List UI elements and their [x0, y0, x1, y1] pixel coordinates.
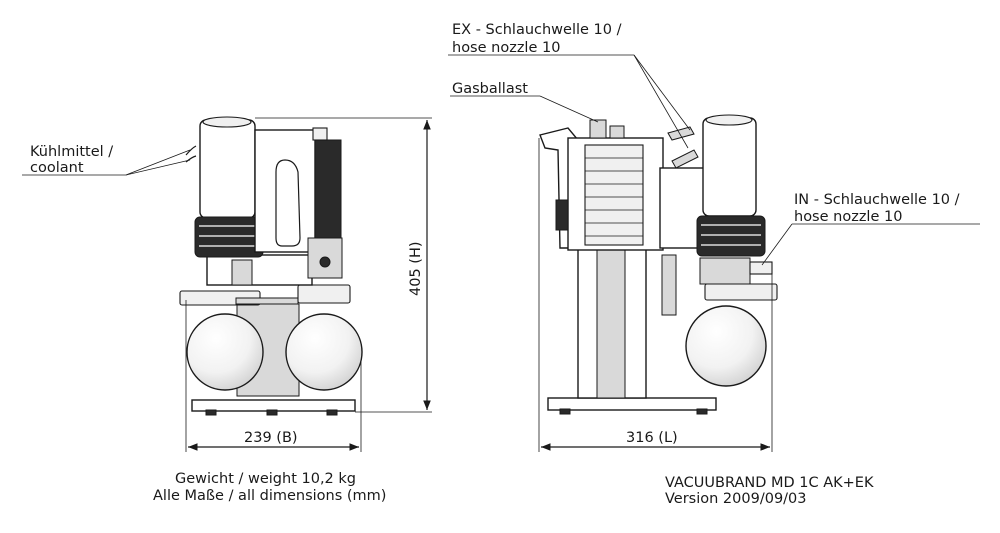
side-view-pump	[539, 114, 778, 415]
front-coolant-hose	[185, 155, 197, 163]
front-clamp-serration	[235, 297, 299, 305]
front-flask-right	[285, 313, 363, 391]
gasballast-leader	[539, 95, 599, 123]
front-foot	[205, 409, 217, 416]
side-ex-nozzle	[671, 149, 699, 169]
width-label: 239 (B)	[244, 430, 298, 446]
front-gauge-knob	[319, 256, 331, 268]
side-clamp	[704, 283, 778, 301]
side-foot	[559, 408, 571, 415]
front-base-plate	[191, 399, 356, 412]
height-label: 405 (H)	[408, 241, 424, 296]
side-foot	[696, 408, 708, 415]
side-top-fitting	[609, 125, 625, 139]
front-valve	[231, 259, 253, 286]
front-motor-housing	[254, 129, 316, 253]
side-condenser	[702, 117, 757, 217]
front-coolant-hose	[185, 145, 197, 156]
ex-leader	[633, 54, 689, 149]
front-condenser-cap	[202, 116, 252, 128]
front-foot	[266, 409, 278, 416]
side-gasballast-valve	[589, 119, 607, 139]
side-cable	[661, 254, 677, 316]
weight-text: Gewicht / weight 10,2 kg	[175, 471, 356, 487]
side-ribbed-band	[696, 215, 766, 257]
front-lower-housing	[206, 254, 313, 286]
in-label-line2: hose nozzle 10	[794, 209, 902, 225]
coolant-leader	[125, 159, 191, 176]
front-condenser	[199, 119, 256, 219]
front-clamp-right	[297, 284, 351, 304]
ex-leader	[633, 54, 691, 131]
in-label-line1: IN - Schlauchwelle 10 /	[794, 192, 960, 208]
side-power-switch	[555, 199, 569, 231]
front-handle-recess	[275, 159, 301, 247]
front-view-pump	[179, 116, 363, 416]
front-cooling-connector	[312, 127, 328, 141]
side-in-nozzle	[749, 261, 773, 275]
front-control-column	[314, 139, 342, 239]
model-text: VACUUBRAND MD 1C AK+EK	[665, 475, 874, 491]
ex-label-line1: EX - Schlauchwelle 10 /	[452, 22, 622, 38]
length-label: 316 (L)	[626, 430, 678, 446]
front-flask-left	[186, 313, 264, 391]
side-ex-nozzle	[667, 126, 695, 141]
gasballast-label: Gasballast	[452, 81, 528, 97]
coolant-label-line1: Kühlmittel /	[30, 144, 113, 160]
side-column-inner	[596, 247, 626, 399]
side-valve-block	[699, 257, 751, 285]
side-base-plate	[547, 397, 717, 411]
coolant-label-line2: coolant	[30, 160, 84, 176]
coolant-leader	[125, 149, 191, 176]
side-condenser-cap	[705, 114, 753, 126]
side-cooling-fins	[584, 144, 644, 246]
front-ribbed-band	[194, 216, 264, 258]
ex-label-line2: hose nozzle 10	[452, 40, 560, 56]
dimensions	[185, 117, 773, 452]
leader-lines	[22, 54, 980, 266]
units-text: Alle Maße / all dimensions (mm)	[153, 488, 386, 504]
front-foot	[326, 409, 338, 416]
in-leader	[761, 223, 793, 266]
side-flask	[685, 305, 767, 387]
version-text: Version 2009/09/03	[665, 491, 807, 507]
